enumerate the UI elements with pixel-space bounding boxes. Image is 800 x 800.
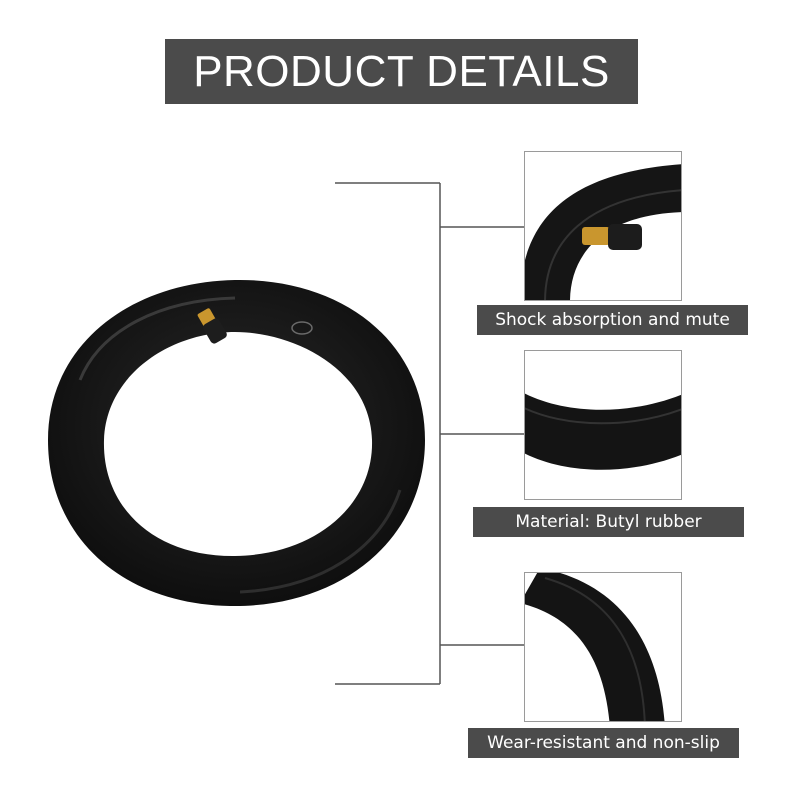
page-title-text: PRODUCT DETAILS	[193, 46, 610, 96]
inner-tube-image	[48, 279, 425, 607]
caption-wear-resistant: Wear-resistant and non-slip	[468, 728, 739, 758]
detail-image-wear	[524, 572, 682, 722]
page-title: PRODUCT DETAILS	[165, 39, 638, 104]
caption-shock-absorption: Shock absorption and mute	[477, 305, 748, 335]
valve-icon	[197, 308, 227, 344]
caption-material: Material: Butyl rubber	[473, 507, 744, 537]
detail-image-material	[524, 350, 682, 500]
detail-image-valve	[524, 151, 682, 301]
valve-icon	[582, 224, 642, 250]
